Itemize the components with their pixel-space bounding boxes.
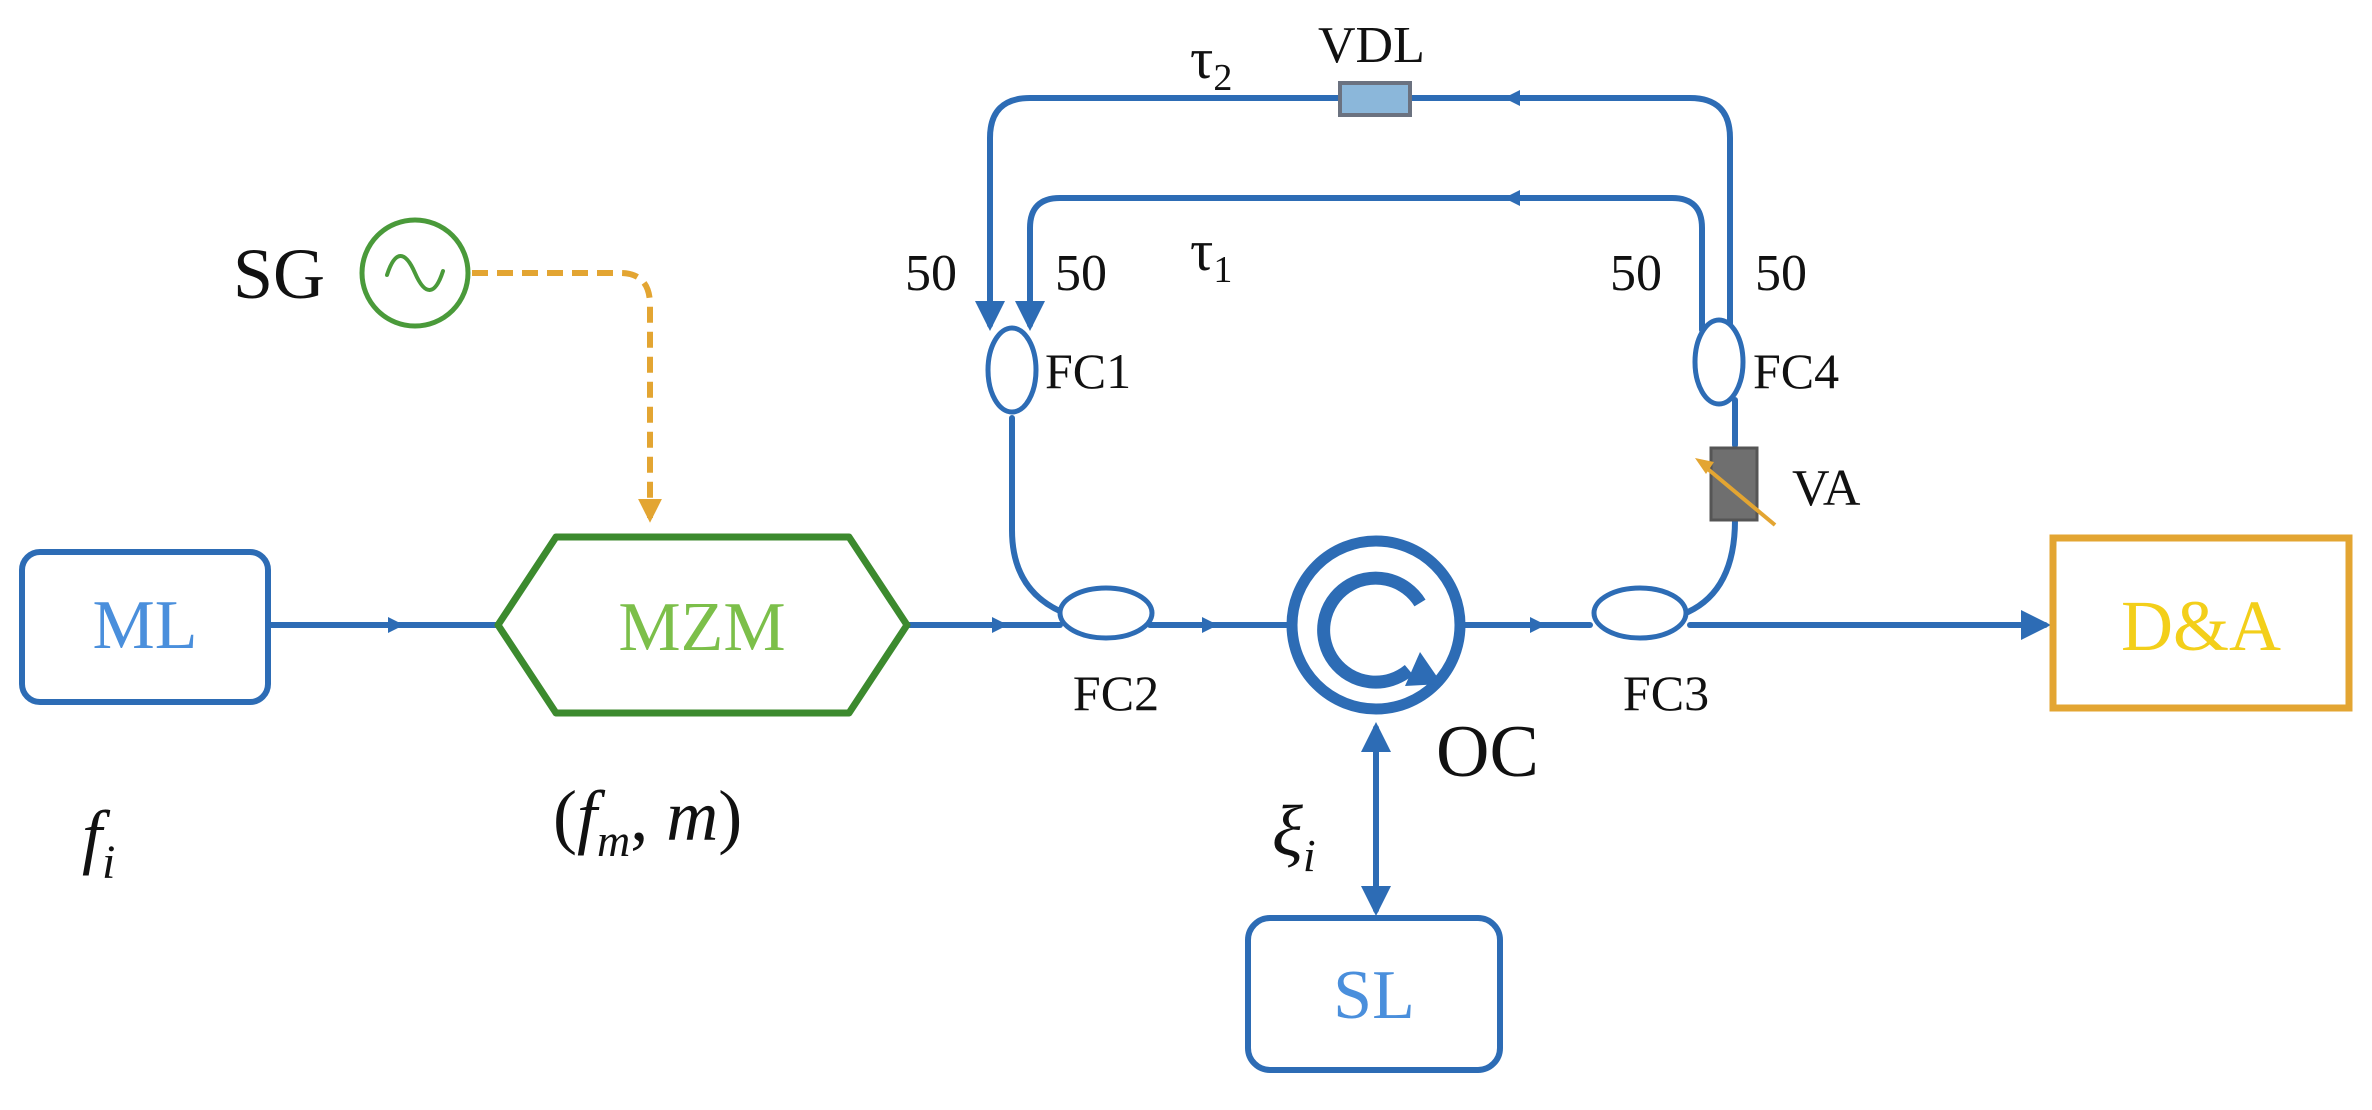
coupler-fc3 (1591, 585, 1689, 641)
arrow-oc-fc3 (1530, 617, 1546, 633)
circulator-rotation-icon (1317, 571, 1426, 689)
fm-subscript: m (597, 815, 630, 866)
slave-laser-box (1245, 915, 1503, 1073)
coupler-fc3-label: FC3 (1623, 665, 1709, 721)
slave-laser-block: SL (1245, 915, 1503, 1073)
vdl-box (1338, 81, 1412, 117)
arrow-inner-loop (1504, 190, 1520, 206)
ratio-fc4-outer: 50 (1755, 245, 1807, 302)
arrow-outer-loop (1504, 90, 1520, 106)
m-symbol: m (666, 776, 718, 856)
coupler-fc1 (985, 325, 1039, 415)
detection-analysis-label: D&A (2121, 586, 2281, 666)
detection-analysis-block: D&A (2049, 534, 2353, 712)
coupler-fc2 (1057, 585, 1155, 641)
sine-wave-icon (385, 254, 445, 292)
coupler-fc4-label: FC4 (1753, 343, 1839, 399)
variable-delay-line: VDL (1318, 17, 1425, 117)
va-tuning-arrowhead-icon (1695, 458, 1714, 474)
mzm-hexagon (494, 533, 911, 717)
arrow-fc2-oc (1202, 617, 1218, 633)
ratio-fc1-outer: 50 (905, 245, 957, 302)
coupler-fc4 (1692, 317, 1746, 407)
signal-generator-label: SG (233, 234, 325, 314)
ratio-fc4-inner: 50 (1610, 245, 1662, 302)
coupler-fc1-label: FC1 (1045, 343, 1131, 399)
xi-label: ξi (1272, 791, 1316, 881)
fm-m-label: (fm,m) (553, 776, 742, 866)
vdl-label: VDL (1318, 17, 1425, 74)
tau1-symbol: τ (1190, 218, 1213, 283)
tau2-label: τ2 (1190, 26, 1232, 99)
xi-symbol: ξ (1272, 791, 1303, 871)
slave-laser-label: SL (1333, 957, 1415, 1034)
fm-open-paren: ( (553, 776, 577, 856)
ratio-fc1-inner: 50 (1055, 245, 1107, 302)
va-label: VA (1792, 460, 1861, 517)
master-laser-block: ML (19, 549, 271, 705)
xi-subscript: i (1303, 830, 1316, 881)
master-laser-box (19, 549, 271, 705)
fiber-paths (267, 95, 2051, 916)
fi-subscript: i (102, 836, 115, 889)
arrow-mzm-fc2 (992, 617, 1008, 633)
direction-arrows (388, 90, 1546, 633)
va-tuning-arrow-icon (1701, 463, 1777, 527)
fiber-inner-loop (1015, 195, 1705, 333)
tau1-subscript: 1 (1213, 249, 1232, 291)
tau2-subscript: 2 (1213, 57, 1232, 99)
detection-analysis-box (2049, 534, 2353, 712)
va-box (1709, 446, 1759, 522)
signal-generator-block: SG (233, 217, 471, 329)
tau1-label: τ1 (1190, 218, 1232, 291)
circulator-arrowhead-icon (1405, 652, 1442, 686)
variable-attenuator: VA (1695, 446, 1861, 527)
mzm-label: MZM (618, 589, 785, 666)
mzm-block: MZM (494, 533, 911, 717)
fm-close-paren: ) (718, 776, 742, 856)
master-laser-label: ML (93, 587, 198, 664)
fi-label: fi (82, 796, 115, 889)
optical-circulator: OC (1286, 535, 1539, 793)
fiber-fc3-to-va (1685, 517, 1738, 615)
fiber-fc2-to-fc1 (1009, 415, 1065, 615)
arrow-ml-mzm (388, 617, 404, 633)
coupler-fc2-label: FC2 (1073, 665, 1159, 721)
fiber-outer-loop (990, 95, 1733, 330)
fm-comma: , (630, 776, 648, 856)
rf-drive-line (472, 270, 662, 523)
tau2-symbol: τ (1190, 26, 1213, 91)
circulator-label: OC (1436, 711, 1539, 793)
